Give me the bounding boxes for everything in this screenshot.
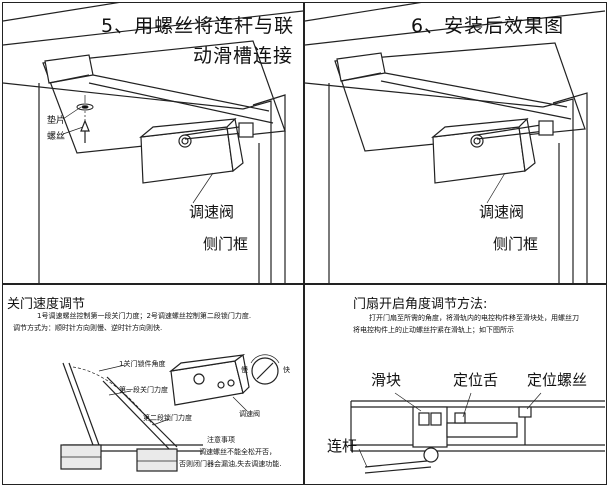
- closing-speed-desc-1: 1号调速螺丝控制第一段关门力度；2号调速螺丝控制第二段锁门力度.: [37, 312, 252, 320]
- stage2-force-label: 第二段锁门力度: [143, 414, 192, 422]
- slow-label: 慢: [241, 366, 248, 374]
- step5-panel: 5、用螺丝将连杆与联 动滑槽连接 垫片 螺丝 调速阀 侧门框: [2, 2, 304, 284]
- screw-label: 螺丝: [47, 132, 66, 142]
- opening-angle-drawing: [350, 392, 605, 474]
- step5-installation-drawing: [3, 3, 303, 283]
- side-frame-label: 侧门框: [493, 235, 539, 253]
- opening-angle-desc-1: 打开门扇至所需的角度，将滑轨内的电控构件移至滑块处，用螺丝刀: [369, 314, 579, 322]
- step6-result-drawing: [305, 3, 606, 283]
- opening-angle-desc-2: 将电控构件上的止动螺丝拧紧在滑轨上；如下图所示: [353, 326, 514, 334]
- closing-speed-desc-2: 调节方式为：顺时针方向则慢、逆时针方向则快.: [13, 324, 163, 332]
- note-title: 注意事项: [207, 436, 235, 444]
- closing-speed-panel: 关门速度调节 1号调速螺丝控制第一段关门力度；2号调速螺丝控制第二段锁门力度. …: [2, 284, 304, 485]
- step6-title: 6、安装后效果图: [411, 15, 565, 37]
- angle-label: 1关门锁件角度: [119, 360, 166, 368]
- positioning-tongue-label: 定位舌: [453, 371, 499, 389]
- note-line-1: 调速螺丝不能全松开否，: [199, 448, 276, 456]
- positioning-screw-label: 定位螺丝: [527, 371, 588, 389]
- side-frame-label: 侧门框: [203, 235, 249, 253]
- closing-speed-drawing: [60, 353, 280, 472]
- note-line-2: 否则闭门器会漏油,失去调速功能.: [179, 460, 282, 468]
- fast-label: 快: [283, 366, 290, 374]
- step6-panel: 6、安装后效果图 调速阀 侧门框: [304, 2, 607, 284]
- washer-label: 垫片: [47, 116, 66, 126]
- step5-title-line1: 5、用螺丝将连杆与联: [101, 15, 295, 37]
- opening-angle-title: 门扇开启角度调节方法:: [353, 297, 488, 312]
- stage1-force-label: 第一段关门力度: [119, 386, 168, 394]
- step5-title-line2: 动滑槽连接: [193, 45, 294, 67]
- closing-speed-title: 关门速度调节: [7, 297, 86, 312]
- speed-valve-label: 调速阀: [479, 203, 525, 221]
- slider-label: 滑块: [371, 371, 402, 389]
- speed-valve-small-label: 调速阀: [239, 410, 260, 418]
- speed-valve-label: 调速阀: [189, 203, 235, 221]
- link-rod-label: 连杆: [327, 437, 358, 455]
- opening-angle-panel: 门扇开启角度调节方法: 打开门扇至所需的角度，将滑轨内的电控构件移至滑块处，用螺…: [304, 284, 607, 485]
